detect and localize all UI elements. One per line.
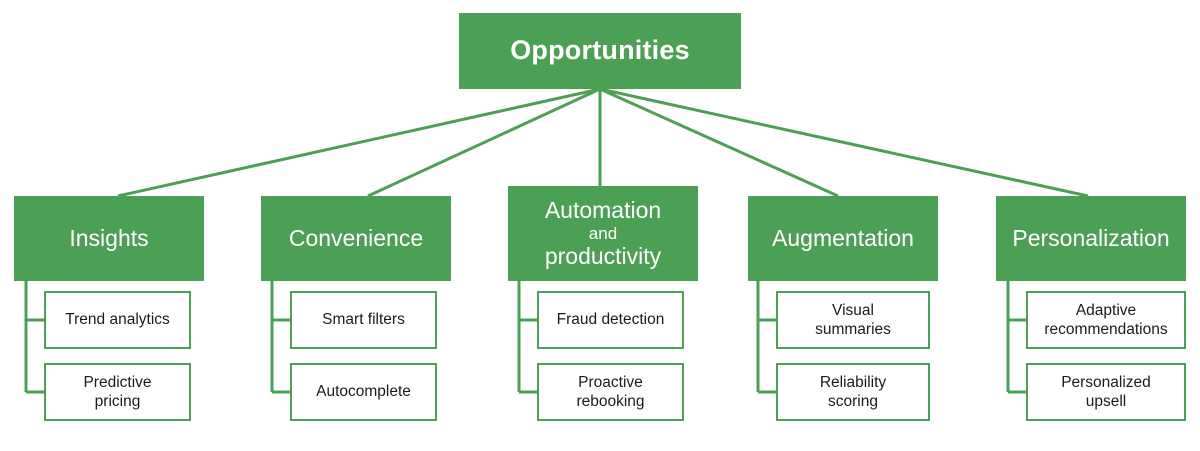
connector-root-to-augmentation bbox=[599, 87, 839, 198]
node-leaf-fraud-detection-label: Fraud detection bbox=[556, 311, 665, 329]
node-leaf-fraud-detection[interactable]: Fraud detection bbox=[537, 291, 684, 349]
node-category-automation-and-productivity[interactable]: Automation and productivity bbox=[508, 186, 698, 281]
node-category-convenience[interactable]: Convenience bbox=[261, 196, 451, 281]
node-leaf-autocomplete[interactable]: Autocomplete bbox=[290, 363, 437, 421]
node-leaf-trend-analytics-label: Trend analytics bbox=[65, 311, 170, 329]
node-category-personalization-label: Personalization bbox=[1012, 225, 1170, 252]
node-category-automation-and-productivity-label: Automation and productivity bbox=[539, 197, 667, 270]
node-category-insights[interactable]: Insights bbox=[14, 196, 204, 281]
node-leaf-trend-analytics[interactable]: Trend analytics bbox=[44, 291, 191, 349]
node-leaf-autocomplete-label: Autocomplete bbox=[316, 383, 411, 401]
connector-root-to-insights bbox=[117, 87, 601, 198]
category-line-1: Automation bbox=[544, 196, 662, 223]
category-line-2: and bbox=[588, 223, 618, 243]
node-leaf-smart-filters-label: Smart filters bbox=[322, 311, 405, 329]
node-category-personalization[interactable]: Personalization bbox=[996, 196, 1186, 281]
node-leaf-smart-filters[interactable]: Smart filters bbox=[290, 291, 437, 349]
node-root-opportunities[interactable]: Opportunities bbox=[459, 13, 741, 89]
node-category-insights-label: Insights bbox=[69, 225, 149, 252]
node-category-convenience-label: Convenience bbox=[288, 225, 424, 252]
node-category-augmentation[interactable]: Augmentation bbox=[748, 196, 938, 281]
connector-root-to-convenience bbox=[367, 87, 601, 198]
node-root-label: Opportunities bbox=[510, 35, 690, 66]
node-category-augmentation-label: Augmentation bbox=[772, 225, 914, 252]
category-line-3: productivity bbox=[544, 243, 662, 270]
connector-root-to-personalization bbox=[599, 87, 1089, 198]
